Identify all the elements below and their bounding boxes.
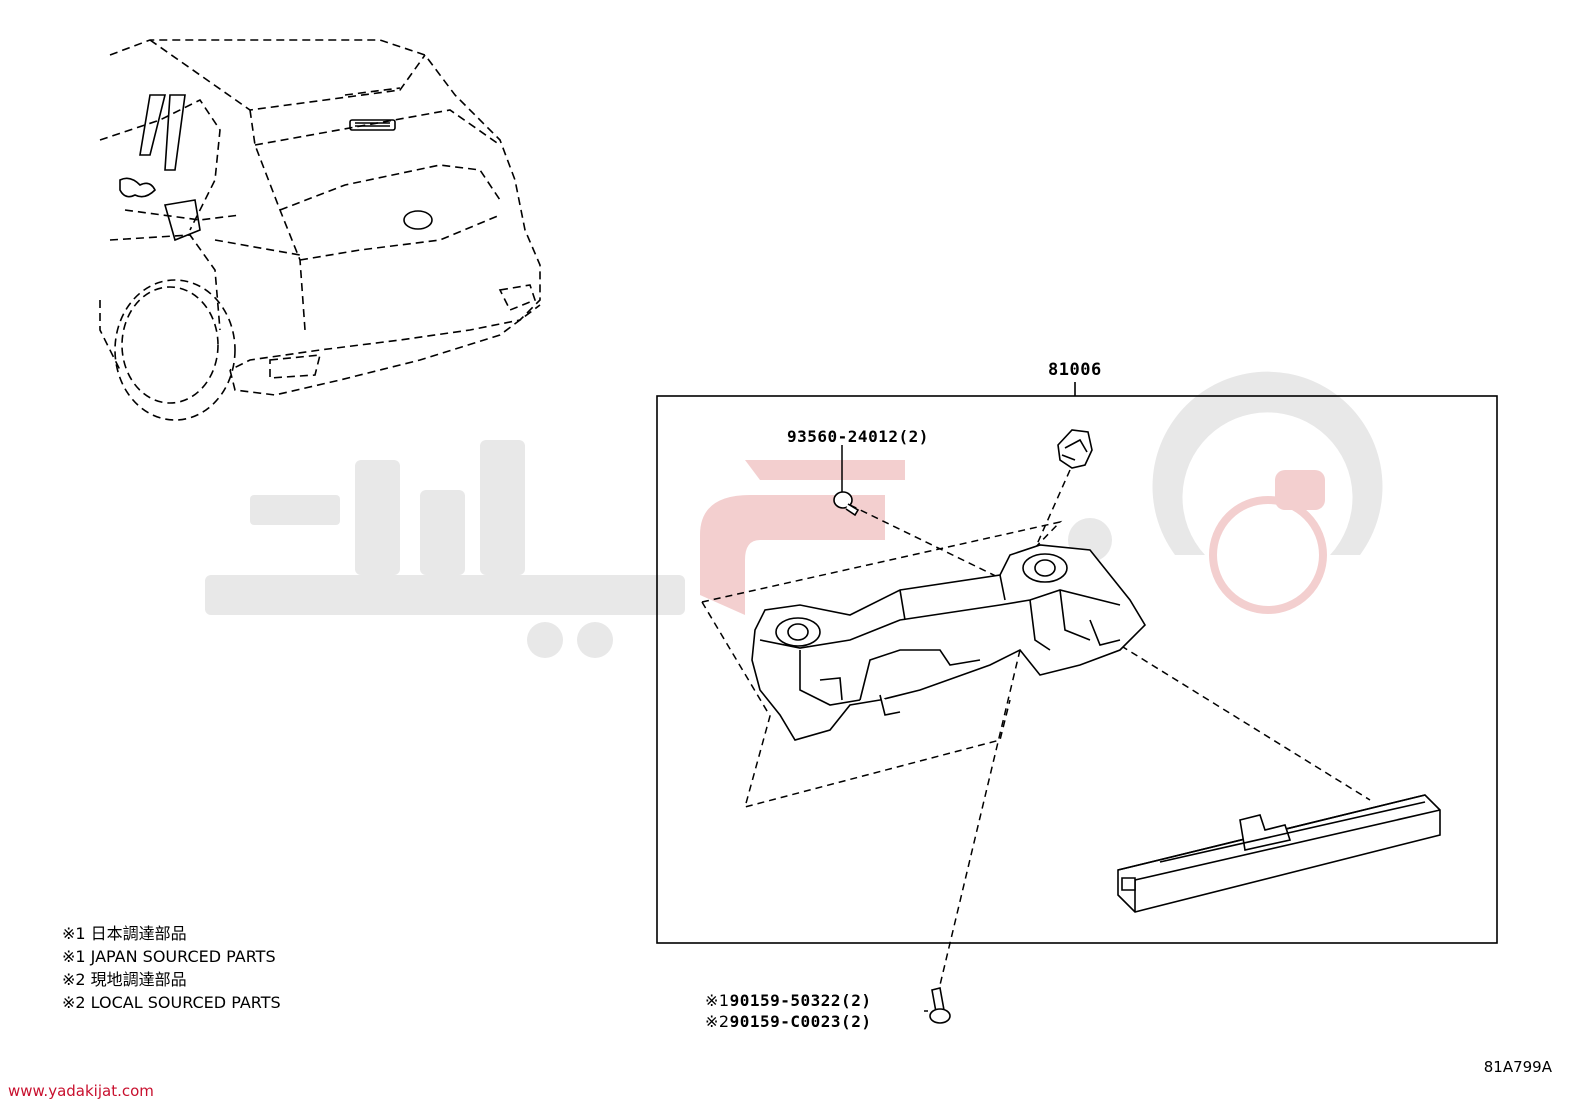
bolt-mark-1: ※1: [705, 991, 730, 1010]
bolt-callout-label-1: ※190159-50322(2): [705, 991, 871, 1010]
bolt-part: [929, 987, 951, 1024]
bracket-part: [751, 544, 1147, 741]
vehicle-solid-details: [119, 94, 433, 242]
assembly-part-number: 81006: [1048, 360, 1102, 380]
note-line: ※2 LOCAL SOURCED PARTS: [62, 993, 281, 1012]
clip-part: [1057, 429, 1093, 469]
bolt-mark-2: ※2: [705, 1012, 730, 1031]
notes-block: ※1 日本調達部品 ※1 JAPAN SOURCED PARTS ※2 現地調達…: [62, 922, 281, 1014]
leader-lines: [841, 445, 928, 1012]
screw-callout-label: 93560-24012(2): [787, 427, 929, 446]
vehicle-rear-illustration: [99, 39, 541, 421]
diagram-code: 81A799A: [1483, 1058, 1552, 1076]
watermark-logo: [205, 371, 1383, 658]
note-line: ※1 日本調達部品: [62, 924, 187, 943]
screw-part: [833, 491, 860, 517]
bolt-number-1: 90159-50322(2): [729, 991, 872, 1010]
dashed-assembly-lines: [701, 469, 1371, 986]
website-link[interactable]: www.yadakijat.com: [8, 1082, 154, 1100]
note-line: ※2 現地調達部品: [62, 970, 187, 989]
note-line: ※1 JAPAN SOURCED PARTS: [62, 947, 276, 966]
bolt-callout-label-2: ※290159-C0023(2): [705, 1012, 871, 1031]
assembly-frame: [656, 382, 1498, 944]
bolt-number-2: 90159-C0023(2): [729, 1012, 872, 1031]
lamp-part: [1117, 794, 1441, 913]
